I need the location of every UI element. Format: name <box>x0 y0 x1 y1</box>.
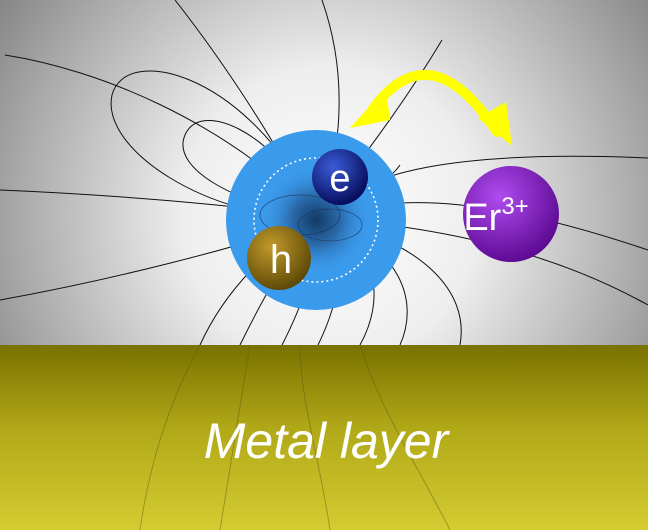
hole-label: h <box>270 238 292 282</box>
erbium-ion-label: Er3+ <box>463 193 528 239</box>
metal-layer-label: Metal layer <box>204 413 451 469</box>
electron: e <box>312 149 368 205</box>
exciton <box>226 130 406 310</box>
electron-label: e <box>329 158 350 200</box>
metal-layer <box>0 345 648 530</box>
metal-field-lines <box>139 344 451 530</box>
hole: h <box>247 226 311 290</box>
erbium-ion: Er3+ <box>463 166 559 262</box>
exciton-orbit <box>253 157 379 283</box>
energy-transfer-arrow <box>350 69 512 146</box>
